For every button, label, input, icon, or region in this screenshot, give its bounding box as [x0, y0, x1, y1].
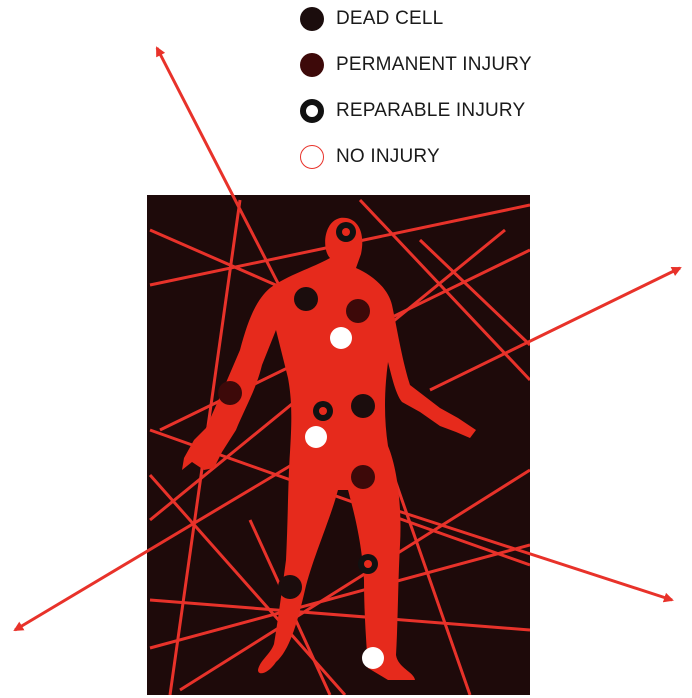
- no-injury-cell: [305, 426, 327, 448]
- dead-cell: [278, 575, 302, 599]
- permanent-injury-cell: [346, 299, 370, 323]
- no-injury-cell: [362, 647, 384, 669]
- permanent-injury-cell: [351, 465, 375, 489]
- dead-cell: [351, 394, 375, 418]
- reparable-injury-cell-center: [342, 228, 350, 236]
- reparable-injury-cell-center: [364, 560, 372, 568]
- dead-cell: [294, 287, 318, 311]
- reparable-injury-cell-center: [319, 407, 327, 415]
- no-injury-cell: [330, 327, 352, 349]
- permanent-injury-cell: [218, 381, 242, 405]
